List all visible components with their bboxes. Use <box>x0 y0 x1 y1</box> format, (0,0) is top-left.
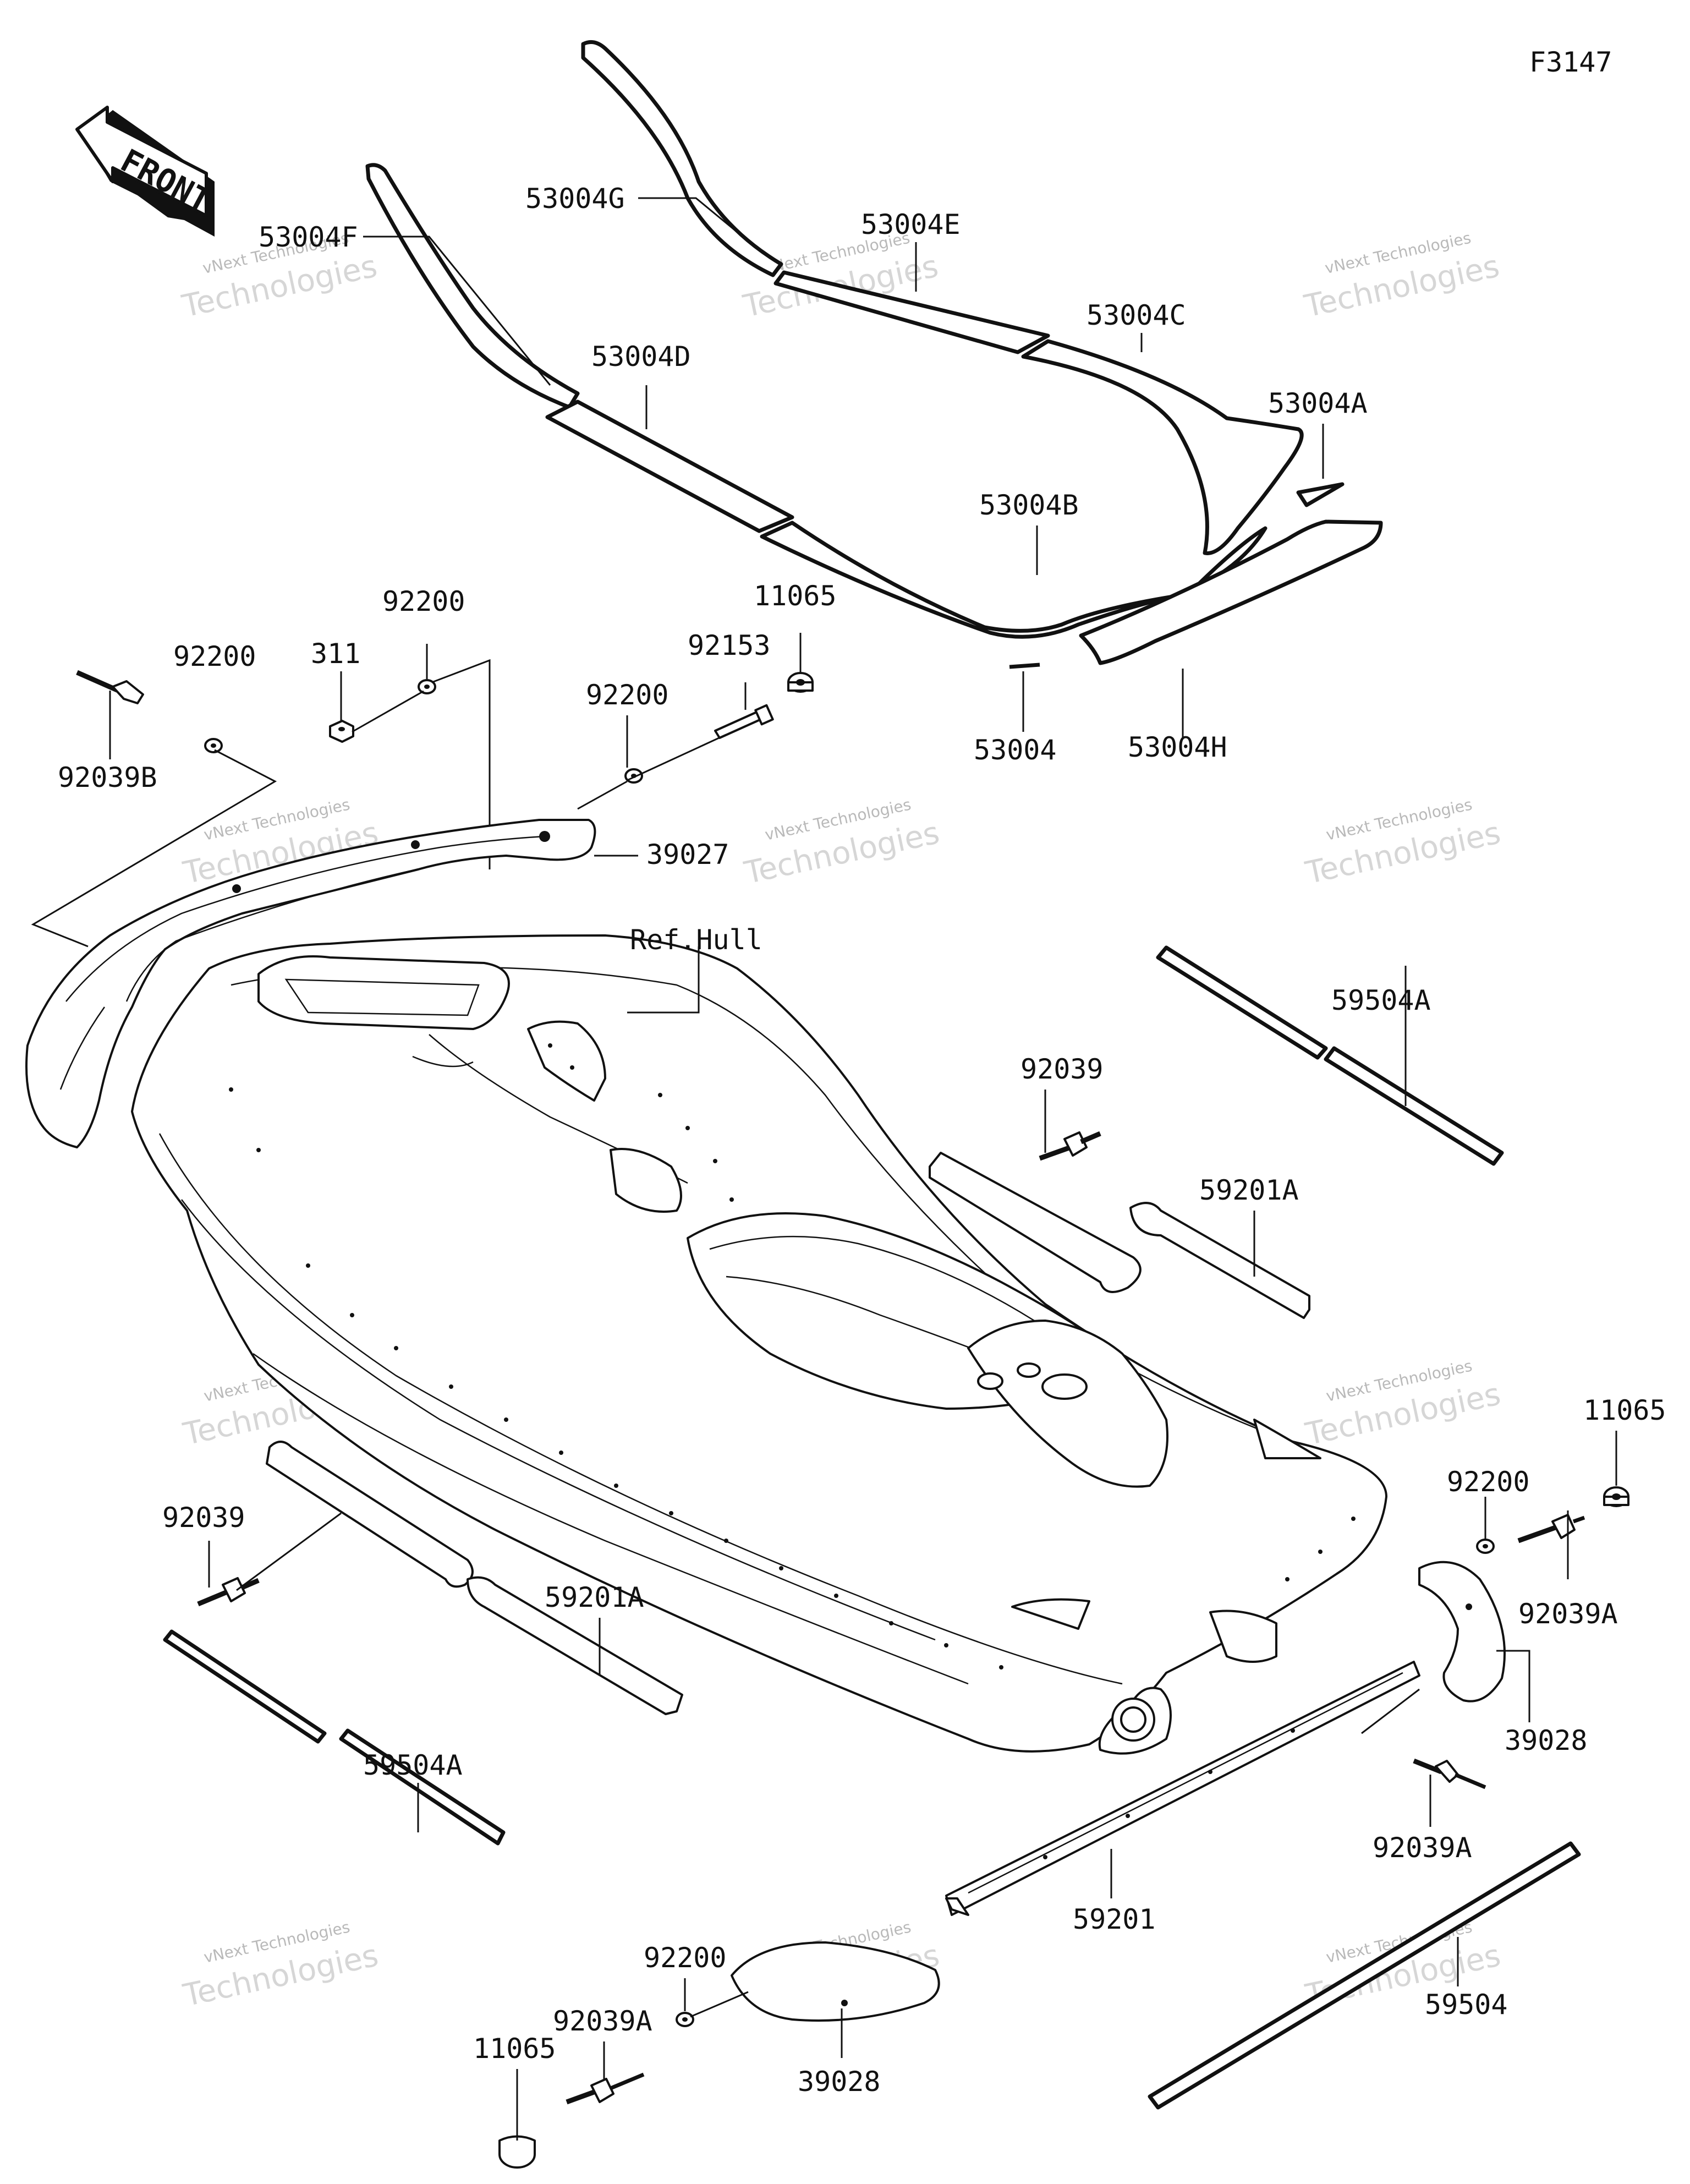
mat-53004B[interactable] <box>760 521 1268 639</box>
rivet-92039A-bottom[interactable] <box>566 2072 645 2105</box>
rivet-92039-left[interactable] <box>197 1577 260 1607</box>
nut-311[interactable] <box>329 720 354 743</box>
label-59504A-left: 59504A <box>363 1749 463 1781</box>
label-92039-right: 92039 <box>1020 1053 1104 1085</box>
label-92039B: 92039B <box>58 762 157 793</box>
figure-code: F3147 <box>1529 46 1612 78</box>
mat-53004G[interactable] <box>581 40 783 277</box>
label-59504: 59504 <box>1425 1989 1508 2021</box>
watermark: vNext Technologies Technologies <box>1302 1356 1504 1452</box>
label-92200-bottom: 92200 <box>644 1942 727 1974</box>
watermark: vNext Technologies Technologies <box>1301 229 1502 325</box>
watermark: vNext Technologies Technologies <box>180 1918 381 2013</box>
nut-11065-right[interactable] <box>1603 1486 1629 1507</box>
label-53004A: 53004A <box>1268 387 1368 419</box>
washer-92200-bottom[interactable] <box>676 2012 694 2027</box>
label-311: 311 <box>311 638 360 670</box>
rivet-92039B[interactable] <box>76 670 144 704</box>
label-39028-right: 39028 <box>1505 1725 1588 1756</box>
label-53004E: 53004E <box>861 209 961 240</box>
label-11065-right: 11065 <box>1583 1394 1666 1426</box>
label-39027: 39027 <box>646 839 729 871</box>
label-92039-left: 92039 <box>162 1502 245 1534</box>
strip-59504A-top[interactable] <box>1156 945 1504 1166</box>
washer-92200-left[interactable] <box>204 738 223 753</box>
mat-53004D[interactable] <box>545 399 794 533</box>
watermark: vNext Technologies Technologies <box>741 795 942 891</box>
strip-59504A-left[interactable] <box>163 1629 506 1846</box>
label-92039A-right: 92039A <box>1518 1598 1618 1630</box>
bumper-39028-bottom[interactable] <box>731 1941 940 2022</box>
label-11065-bottom: 11065 <box>473 2033 556 2065</box>
bumper-39027[interactable] <box>25 819 596 1148</box>
mat-53004H[interactable] <box>1079 519 1383 665</box>
label-92200-left: 92200 <box>173 641 256 672</box>
rivet-92039-right[interactable] <box>1039 1131 1101 1161</box>
label-92039A-lower: 92039A <box>1373 1832 1472 1864</box>
front-arrow-icon: FRONT <box>75 106 217 237</box>
watermark: vNext Technologies Technologies <box>1302 795 1504 891</box>
label-92200-mid: 92200 <box>586 679 669 711</box>
label-59201A-left: 59201A <box>545 1581 644 1613</box>
bumper-39028-right[interactable] <box>1418 1561 1506 1703</box>
label-53004H: 53004H <box>1128 731 1227 763</box>
labels: 53004G 53004F 53004E 53004D 53004C 53004… <box>58 183 1666 2098</box>
guard-59201A-right[interactable] <box>1129 1202 1310 1319</box>
rivet-92039A-right[interactable] <box>1517 1514 1585 1543</box>
label-11065-top: 11065 <box>754 580 837 612</box>
washer-92200-right[interactable] <box>1476 1539 1495 1554</box>
label-53004: 53004 <box>974 734 1057 766</box>
label-ref-hull: Ref.Hull <box>630 924 762 956</box>
label-92039A-bottom: 92039A <box>553 2005 652 2037</box>
label-92200-right: 92200 <box>1447 1466 1530 1498</box>
label-39028-bottom: 39028 <box>798 2066 881 2098</box>
bolt-92153[interactable] <box>714 704 774 739</box>
label-53004F: 53004F <box>259 221 358 253</box>
label-92200-top: 92200 <box>382 585 465 617</box>
hull-reference <box>131 934 1387 1755</box>
label-59201A-right: 59201A <box>1199 1174 1299 1206</box>
nut-11065-bottom[interactable] <box>498 2135 536 2169</box>
mat-53004[interactable] <box>1009 663 1040 669</box>
label-59201: 59201 <box>1073 1903 1156 1935</box>
label-53004C: 53004C <box>1087 299 1186 331</box>
guard-59201A-left[interactable] <box>467 1576 683 1715</box>
guard-59201[interactable] <box>945 1661 1420 1916</box>
washer-92200-top[interactable] <box>418 679 436 694</box>
mat-53004A[interactable] <box>1296 482 1345 507</box>
nut-11065-top[interactable] <box>787 672 814 693</box>
guard-59201A-left-front[interactable] <box>266 1441 474 1588</box>
strip-59504[interactable] <box>1148 1841 1581 2110</box>
label-59504A-top: 59504A <box>1331 984 1431 1016</box>
mat-53004C[interactable] <box>1021 339 1304 555</box>
label-53004D: 53004D <box>591 341 691 373</box>
label-53004B: 53004B <box>979 489 1079 521</box>
guard-59201A-right-front[interactable] <box>929 1152 1142 1293</box>
mat-53004E[interactable] <box>773 270 1050 354</box>
mat-53004F[interactable] <box>365 163 580 409</box>
label-53004G: 53004G <box>525 183 625 215</box>
label-92153: 92153 <box>688 630 771 661</box>
rivet-92039A-lower[interactable] <box>1413 1758 1486 1789</box>
